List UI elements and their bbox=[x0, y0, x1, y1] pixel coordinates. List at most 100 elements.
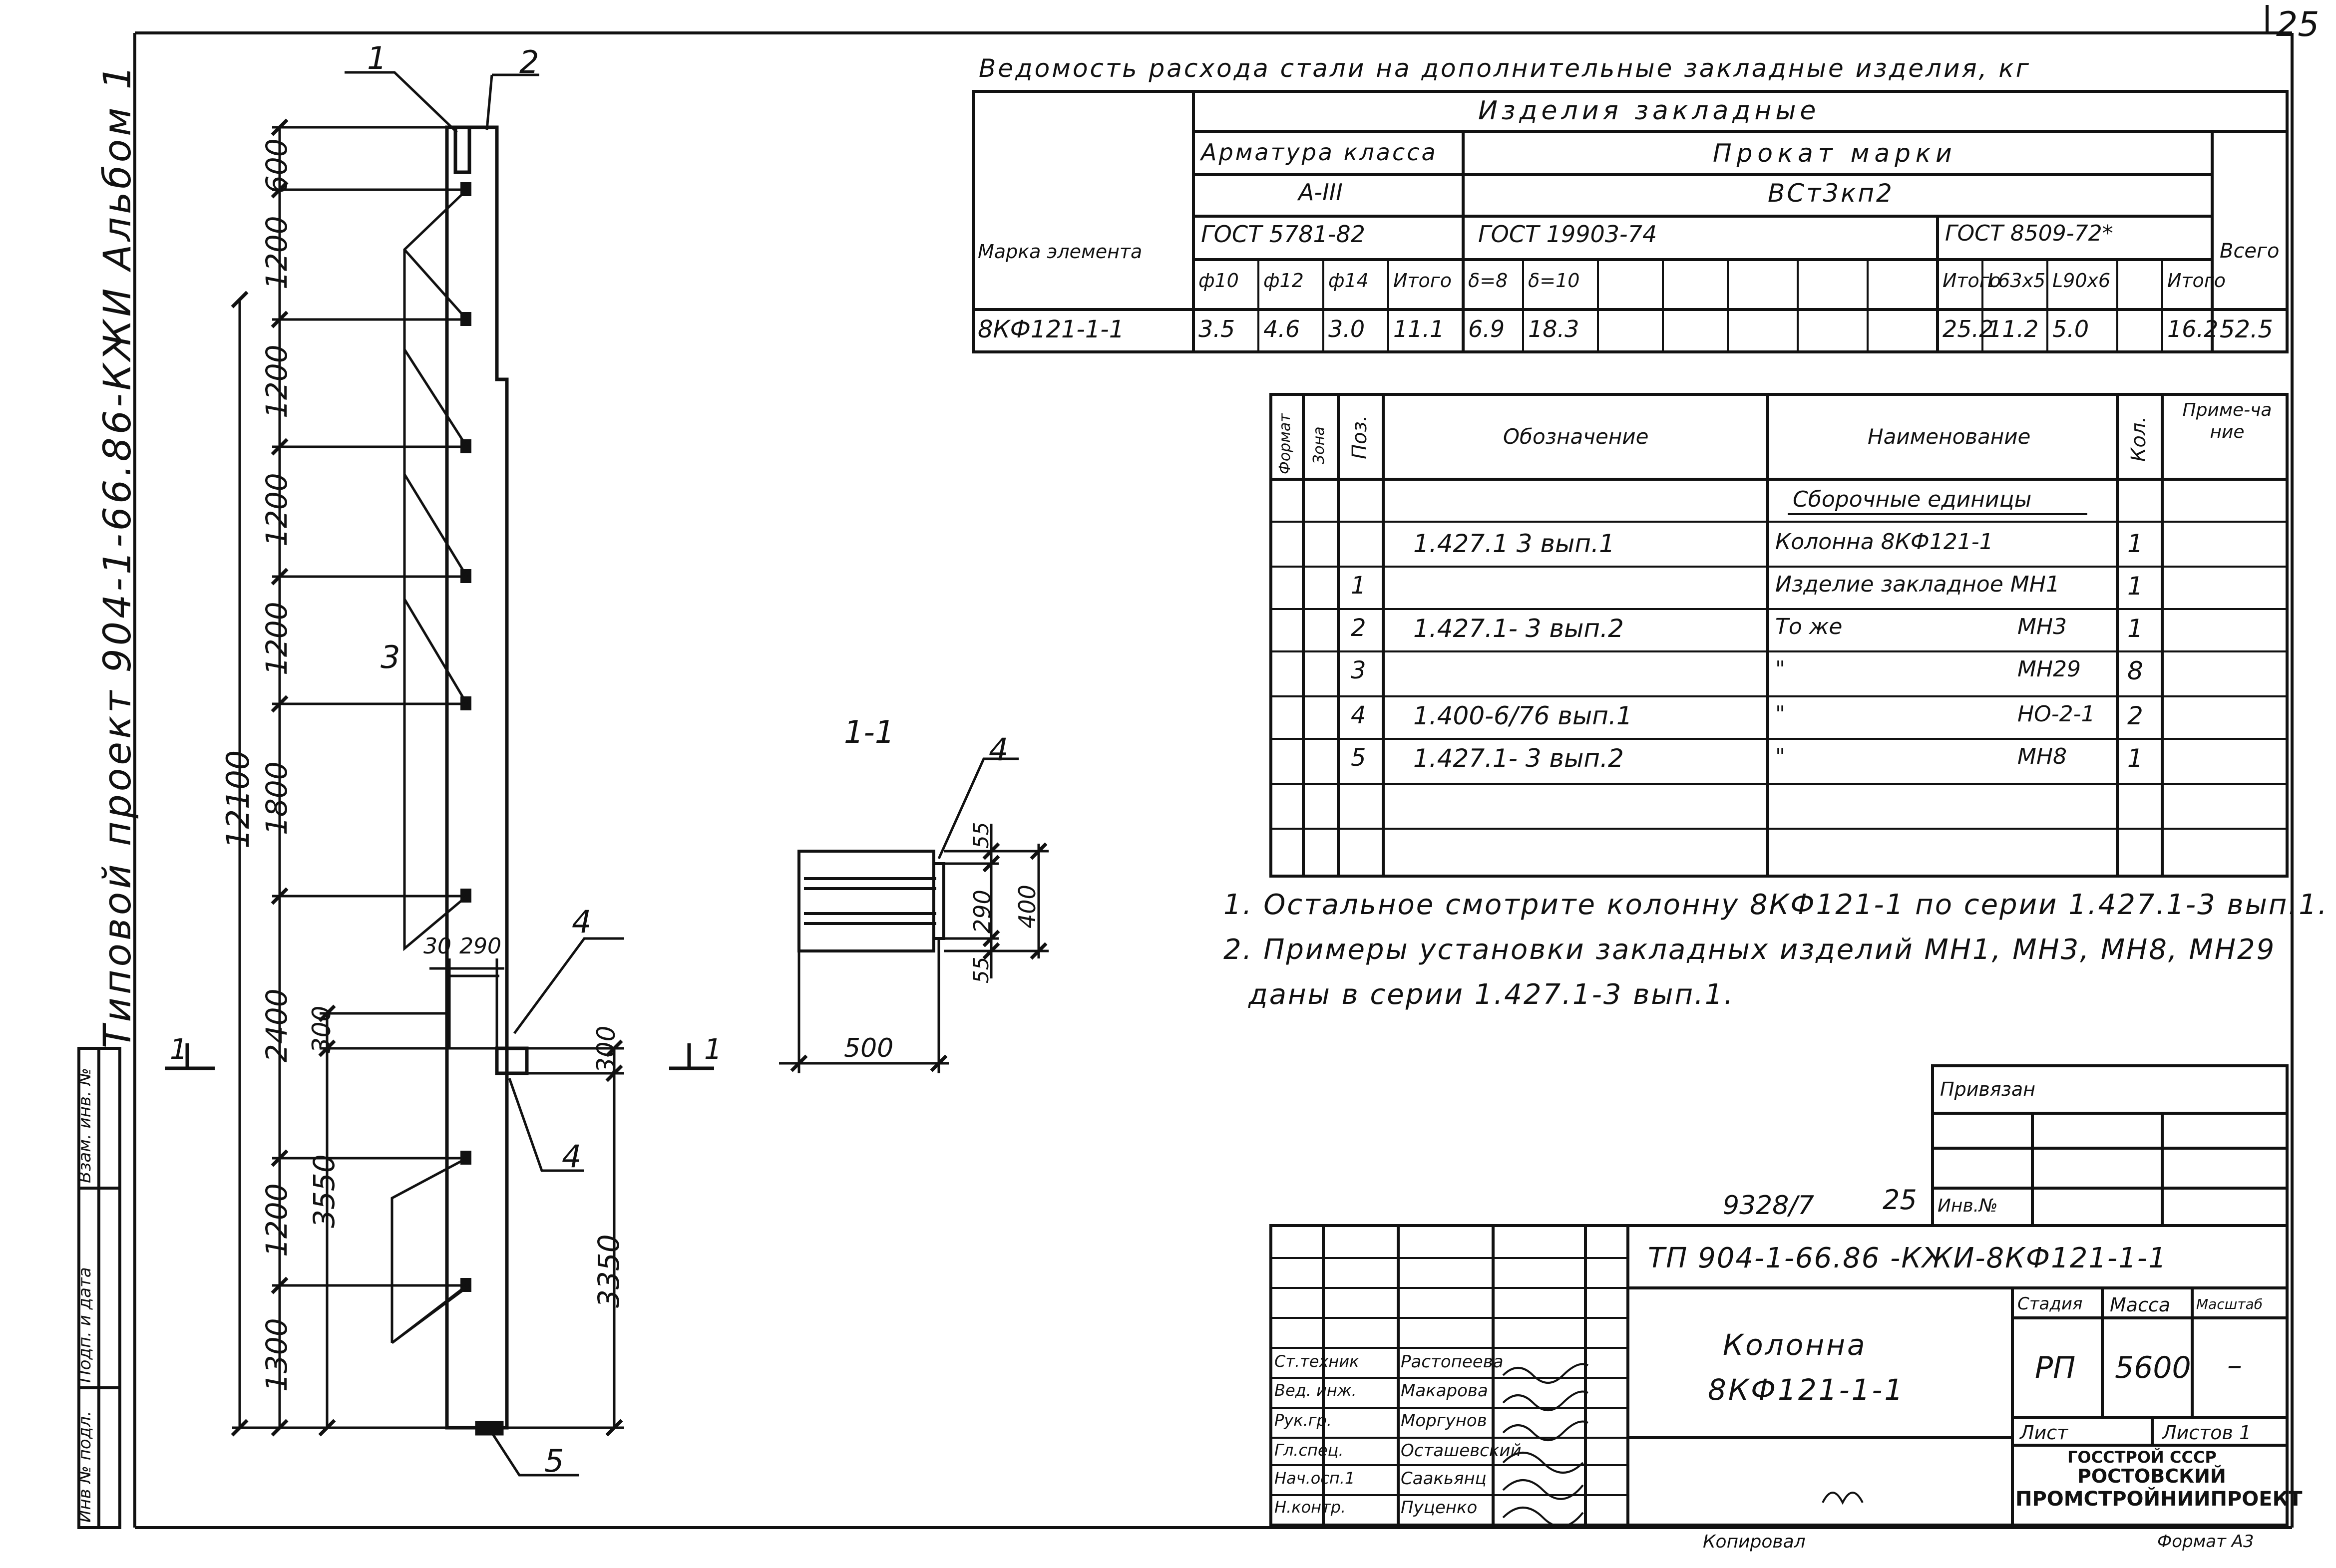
section-title: 1-1 bbox=[844, 714, 895, 750]
callout-4-top: 4 bbox=[572, 904, 592, 940]
steel-sub-header-11: Итого bbox=[1943, 270, 2001, 292]
steel-row-mark: 8КФ121-1-1 bbox=[978, 315, 1125, 343]
drawing-name-2: 8КФ121-1-1 bbox=[1708, 1373, 1905, 1407]
signature-role: Гл.спец. bbox=[1274, 1441, 1344, 1460]
drawing-code: ТП 904-1-66.86 -КЖИ-8КФ121-1-1 bbox=[1648, 1242, 2167, 1274]
spec-name: Колонна 8КФ121-1 bbox=[1775, 529, 1993, 555]
spec-pos: 1 bbox=[1351, 572, 1366, 600]
steel-rolled-header: Прокат марки bbox=[1713, 139, 1957, 168]
spec-pos: 4 bbox=[1351, 701, 1366, 729]
top-dim-30: 30 bbox=[423, 934, 451, 959]
drawing-name-1: Колонна bbox=[1723, 1328, 1867, 1362]
steel-group-header: Изделия закладные bbox=[1478, 96, 1820, 126]
signature-name: Пуценко bbox=[1401, 1498, 1478, 1518]
signature-name: Саакьянц bbox=[1401, 1469, 1487, 1489]
copied-label: Копировал bbox=[1703, 1532, 1806, 1552]
org-1: ГОССТРОЙ СССР bbox=[2067, 1448, 2217, 1467]
spec-qty: 1 bbox=[2127, 529, 2143, 558]
steel-sub-header-2: ф14 bbox=[1328, 270, 1369, 292]
steel-total-header: Всего bbox=[2220, 240, 2280, 263]
sheet-ref: 9328/7 bbox=[1723, 1191, 1814, 1221]
spec-mark: МН8 bbox=[2017, 744, 2067, 769]
sheet-label: Лист bbox=[2020, 1422, 2068, 1444]
inv-label: Инв.№ bbox=[1938, 1196, 1998, 1216]
steel-sub-header-4: δ=8 bbox=[1468, 270, 1508, 292]
signature-name: Моргунов bbox=[1401, 1411, 1487, 1431]
section-mark-right: 1 bbox=[704, 1033, 722, 1066]
steel-rebar-class: А-III bbox=[1298, 179, 1343, 206]
stage-value: РП bbox=[2035, 1350, 2076, 1385]
signature-role: Н.контр. bbox=[1274, 1498, 1346, 1517]
sheet-ref-num: 25 bbox=[1883, 1184, 1917, 1216]
steel-value-1: 4.6 bbox=[1263, 315, 1300, 342]
format-label: Формат А3 bbox=[2157, 1532, 2254, 1552]
steel-rolled-gost2: ГОСТ 8509-72* bbox=[1945, 221, 2113, 246]
signature-role: Рук.гр. bbox=[1274, 1411, 1332, 1430]
section-dim-500: 500 bbox=[844, 1033, 894, 1063]
spec-designation: 1.427.1 3 вып.1 bbox=[1413, 529, 1615, 558]
spec-pos: 3 bbox=[1351, 656, 1366, 684]
scale-value: – bbox=[2227, 1348, 2242, 1383]
note-1: 1. Остальное смотрите колонну 8КФ121-1 п… bbox=[1223, 889, 2329, 921]
callout-1: 1 bbox=[367, 40, 387, 76]
steel-rolled-grade: ВСт3кп2 bbox=[1768, 179, 1894, 208]
note-3: даны в серии 1.427.1-3 вып.1. bbox=[1248, 978, 1735, 1011]
steel-sub-header-12: L63x5 bbox=[1987, 270, 2046, 292]
spec-pos: 5 bbox=[1351, 744, 1366, 772]
scale-label: Масштаб bbox=[2196, 1296, 2263, 1312]
steel-mark-header: Марка элемента bbox=[978, 241, 1143, 263]
spec-designation: 1.400-6/76 вып.1 bbox=[1413, 701, 1632, 730]
steel-sub-header-3: Итого bbox=[1393, 270, 1452, 292]
spec-qty: 1 bbox=[2127, 614, 2143, 643]
spec-name: " bbox=[1775, 744, 1786, 769]
spec-mark: МН3 bbox=[2017, 614, 2067, 639]
mass-label: Масса bbox=[2110, 1294, 2171, 1316]
spec-name: То же bbox=[1775, 614, 1843, 639]
signature-name: Растопеева bbox=[1401, 1352, 1504, 1372]
signature-name: Осташевский bbox=[1401, 1441, 1522, 1461]
org-2: РОСТОВСКИЙ bbox=[2077, 1465, 2226, 1487]
signature-role: Ст.техник bbox=[1274, 1352, 1359, 1371]
page-number: 25 bbox=[2276, 5, 2320, 44]
privyazan-label: Привязан bbox=[1940, 1078, 2035, 1100]
spec-qty: 1 bbox=[2127, 572, 2143, 601]
callout-3: 3 bbox=[381, 639, 400, 675]
steel-value-15: 16.2 bbox=[2167, 315, 2219, 342]
top-embed bbox=[453, 125, 471, 174]
top-dim-290: 290 bbox=[459, 934, 501, 959]
steel-rolled-gost1: ГОСТ 19903-74 bbox=[1478, 221, 1657, 248]
steel-value-4: 6.9 bbox=[1468, 315, 1505, 342]
sheets-label: Листов 1 bbox=[2162, 1422, 2252, 1444]
steel-sub-header-15: Итого bbox=[2167, 270, 2226, 292]
steel-sub-header-0: ф10 bbox=[1198, 270, 1239, 292]
callout-4-bottom: 4 bbox=[562, 1138, 582, 1175]
steel-sub-header-5: δ=10 bbox=[1528, 270, 1580, 292]
section-callout: 4 bbox=[989, 731, 1009, 768]
spec-name: " bbox=[1775, 656, 1786, 682]
steel-value-2: 3.0 bbox=[1328, 315, 1365, 342]
signature-role: Нач.осп.1 bbox=[1274, 1469, 1355, 1488]
mass-value: 5600 bbox=[2115, 1350, 2191, 1385]
spec-qty: 1 bbox=[2127, 744, 2143, 773]
spec-designation: 1.427.1- 3 вып.2 bbox=[1413, 744, 1624, 773]
steel-value-0: 3.5 bbox=[1198, 315, 1235, 342]
spec-pos: 2 bbox=[1351, 614, 1366, 642]
signature-name: Макарова bbox=[1401, 1381, 1488, 1401]
callout-5: 5 bbox=[544, 1443, 564, 1479]
spec-qty: 2 bbox=[2127, 701, 2143, 730]
steel-value-12: 11.2 bbox=[1987, 315, 2039, 342]
steel-rebar-header: Арматура класса bbox=[1201, 139, 1438, 166]
steel-rebar-gost: ГОСТ 5781-82 bbox=[1201, 221, 1365, 248]
stage-label: Стадия bbox=[2017, 1294, 2083, 1314]
spec-designation: 1.427.1- 3 вып.2 bbox=[1413, 614, 1624, 643]
steel-value-13: 5.0 bbox=[2052, 315, 2089, 342]
steel-value-3: 11.1 bbox=[1393, 315, 1445, 342]
signature-role: Вед. инж. bbox=[1274, 1381, 1357, 1400]
section-mark-left: 1 bbox=[170, 1033, 188, 1066]
steel-sub-header-1: ф12 bbox=[1263, 270, 1304, 292]
spec-qty: 8 bbox=[2127, 656, 2143, 685]
